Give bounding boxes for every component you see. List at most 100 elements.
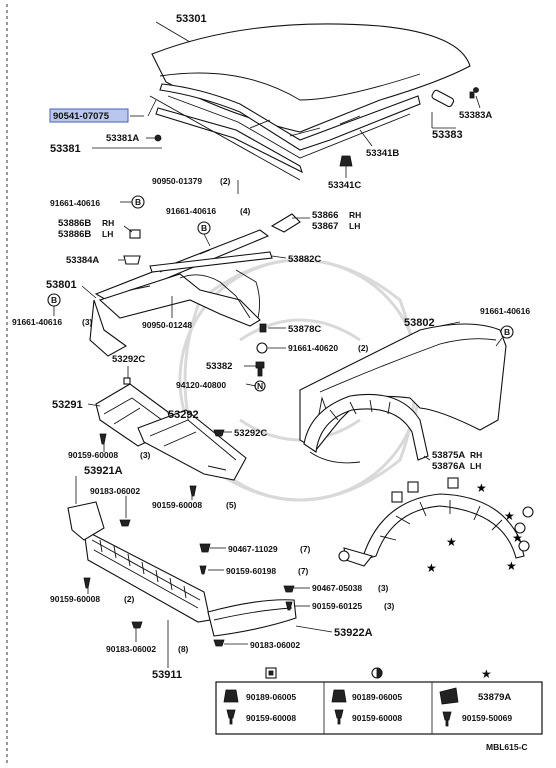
legend-star-symbol: ★ [481,667,492,681]
label-53878c[interactable]: 53878C [288,324,321,335]
label-53866[interactable]: 53866 [312,210,338,221]
label-53383[interactable]: 53383 [432,129,463,141]
label-53382[interactable]: 53382 [206,361,232,372]
label-90159-60198-qty: (7) [298,566,309,576]
label-90541-07075[interactable]: 90541-07075 [53,111,110,122]
diagram-code: MBL615-C [486,742,528,752]
label-90159-60008-b-qty: (5) [226,500,237,510]
label-90467-05038-qty: (3) [378,583,389,593]
label-53875a[interactable]: 53875A [432,450,465,461]
hood-seal-53381 [155,107,303,174]
label-53802[interactable]: 53802 [404,317,435,329]
label-53867[interactable]: 53867 [312,221,338,232]
clip-53292c-b [213,429,225,437]
label-53381[interactable]: 53381 [50,143,81,155]
label-53876a[interactable]: 53876A [432,461,465,472]
label-53886b-lh[interactable]: 53886B [58,229,91,240]
legend-col2-top[interactable]: 90189-06005 [352,692,402,702]
label-91661-40616-a[interactable]: 91661-40616 [50,198,100,208]
fender-apron-53801 [89,229,270,357]
label-53291[interactable]: 53291 [52,399,83,411]
label-90159-60008-c-qty: (2) [124,594,135,604]
label-90183-06002-b[interactable]: 90183-06002 [106,644,156,654]
label-53341b[interactable]: 53341B [366,148,399,159]
strip-53882c [149,251,273,273]
label-91661-40620-qty: (2) [358,343,369,353]
label-53886b-rh[interactable]: 53886B [58,218,91,229]
label-53921a[interactable]: 53921A [84,465,123,477]
legend-col1-bottom[interactable]: 90159-60008 [246,713,296,723]
label-90183-06002-c[interactable]: 90183-06002 [250,640,300,650]
label-53922a[interactable]: 53922A [334,627,373,639]
label-53292[interactable]: 53292 [168,409,199,421]
label-91661-40616-d[interactable]: 91661-40616 [480,306,530,316]
legend-col3-bottom[interactable]: 90159-50069 [462,713,512,723]
label-53886b-lh-side: LH [102,229,113,239]
label-53801[interactable]: 53801 [46,279,77,291]
side-spoiler-53922a [207,599,297,637]
label-53911[interactable]: 53911 [152,669,182,681]
part-labels: 53301 90541-07075 53381A 53381 53383A 53… [12,13,530,681]
label-90159-60198[interactable]: 90159-60198 [226,566,276,576]
bolt-53382 [255,361,265,377]
label-53875a-side: RH [470,450,482,460]
fastener-legend: ★ 90189-06005 90159-60008 90189-06005 90… [215,667,543,735]
svg-text:B: B [504,327,510,337]
label-90467-11029[interactable]: 90467-11029 [228,544,278,554]
label-90950-01379[interactable]: 90950-01379 [152,176,202,186]
label-90159-60008-b[interactable]: 90159-60008 [152,500,202,510]
label-90467-11029-qty: (7) [300,544,311,554]
nut-letter: N [257,381,263,391]
svg-text:★: ★ [426,561,437,575]
label-94120-40800[interactable]: 94120-40800 [176,380,226,390]
label-90159-60008-c[interactable]: 90159-60008 [50,594,100,604]
bolt-53341c [339,155,353,167]
label-53381a[interactable]: 53381A [106,133,139,144]
label-53384a[interactable]: 53384A [66,255,99,266]
clip-90183-b [131,621,143,629]
legend-col1-top[interactable]: 90189-06005 [246,692,296,702]
liner-star-symbols: ★ ★ ★ ★ ★ ★ [426,481,523,575]
svg-text:★: ★ [446,535,457,549]
legend-col2-bottom[interactable]: 90159-60008 [352,713,402,723]
front-spoiler-53911 [83,529,211,623]
b-bolt-letters: B B B B [51,197,510,337]
hood-stop-53383 [431,87,479,108]
bracket-53866 [270,213,301,233]
label-90159-60008-a-qty: (3) [140,450,151,460]
label-91661-40616-b-qty: (4) [240,206,251,216]
label-53292c-b[interactable]: 53292C [234,428,267,439]
label-53341c[interactable]: 53341C [328,180,361,191]
leader-lines [53,21,503,668]
bracket-53921a [67,501,105,541]
label-53886b-rh-side: RH [102,218,114,228]
clip-53292c-a [123,377,131,385]
label-91661-40616-b[interactable]: 91661-40616 [166,206,216,216]
seal-strip-upper [149,95,301,181]
label-91661-40616-c[interactable]: 91661-40616 [12,317,62,327]
label-90467-05038[interactable]: 90467-05038 [312,583,362,593]
legend-square-inner [268,670,274,676]
legend-col3-top[interactable]: 53879A [478,692,511,703]
fender-liner-53875a [303,393,429,464]
label-53301[interactable]: 53301 [176,13,207,25]
highlighted-part-box[interactable] [49,108,129,123]
label-91661-40620[interactable]: 91661-40620 [288,343,338,353]
svg-text:★: ★ [476,481,487,495]
clip-53878c [259,323,267,333]
wheel-liner [343,493,525,567]
label-53383a[interactable]: 53383A [459,110,492,121]
label-90159-60008-a[interactable]: 90159-60008 [68,450,118,460]
label-91661-40616-c-qty: (3) [82,317,93,327]
label-90159-60125[interactable]: 90159-60125 [312,601,362,611]
label-53882c[interactable]: 53882C [288,254,321,265]
label-53292c-a[interactable]: 53292C [112,354,145,365]
clip-53886b [129,229,141,239]
cushion-53384a [123,255,141,265]
svg-text:B: B [201,223,207,233]
screw-90159-60198 [199,565,207,575]
svg-text:★: ★ [504,509,515,523]
label-90950-01248[interactable]: 90950-01248 [142,320,192,330]
label-90183-06002-a[interactable]: 90183-06002 [90,486,140,496]
